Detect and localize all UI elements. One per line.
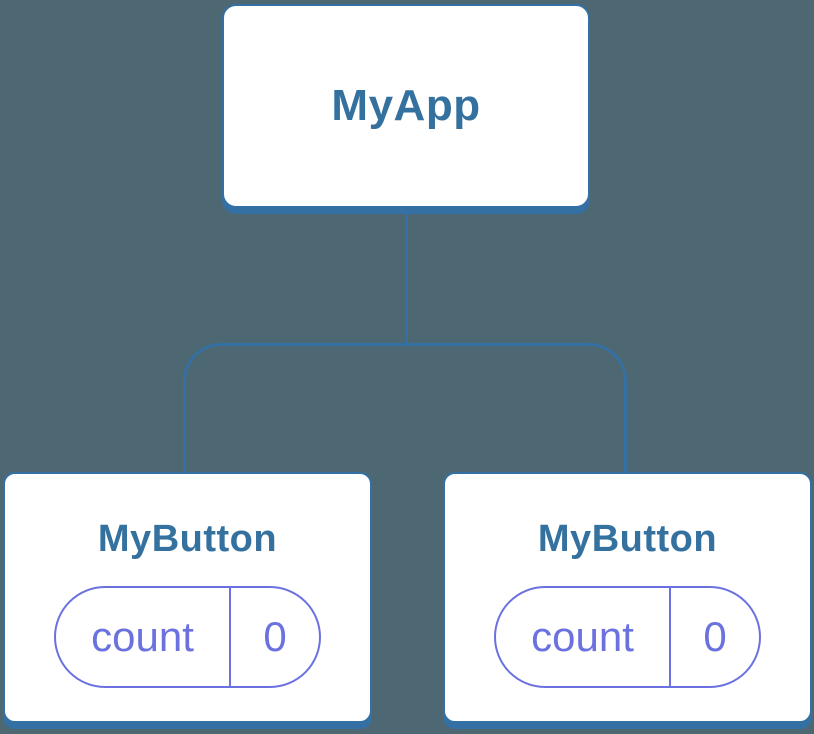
state-pill-divider bbox=[229, 587, 231, 686]
tree-node-mybutton-left: MyButton count 0 bbox=[3, 472, 372, 723]
state-name: count bbox=[91, 612, 194, 660]
state-pill: count 0 bbox=[54, 585, 321, 688]
state-pill: count 0 bbox=[494, 585, 761, 688]
state-value: 0 bbox=[703, 612, 727, 660]
child-node-label: MyButton bbox=[97, 517, 278, 560]
tree-node-root: MyApp bbox=[222, 4, 590, 208]
state-value: 0 bbox=[263, 612, 287, 660]
tree-node-mybutton-right: MyButton count 0 bbox=[443, 472, 812, 723]
state-name: count bbox=[531, 612, 634, 660]
connector-root-stem bbox=[405, 212, 408, 344]
child-node-label: MyButton bbox=[537, 517, 718, 560]
state-pill-divider bbox=[669, 587, 671, 686]
root-node-label: MyApp bbox=[331, 81, 481, 130]
connector-branch bbox=[183, 343, 627, 473]
